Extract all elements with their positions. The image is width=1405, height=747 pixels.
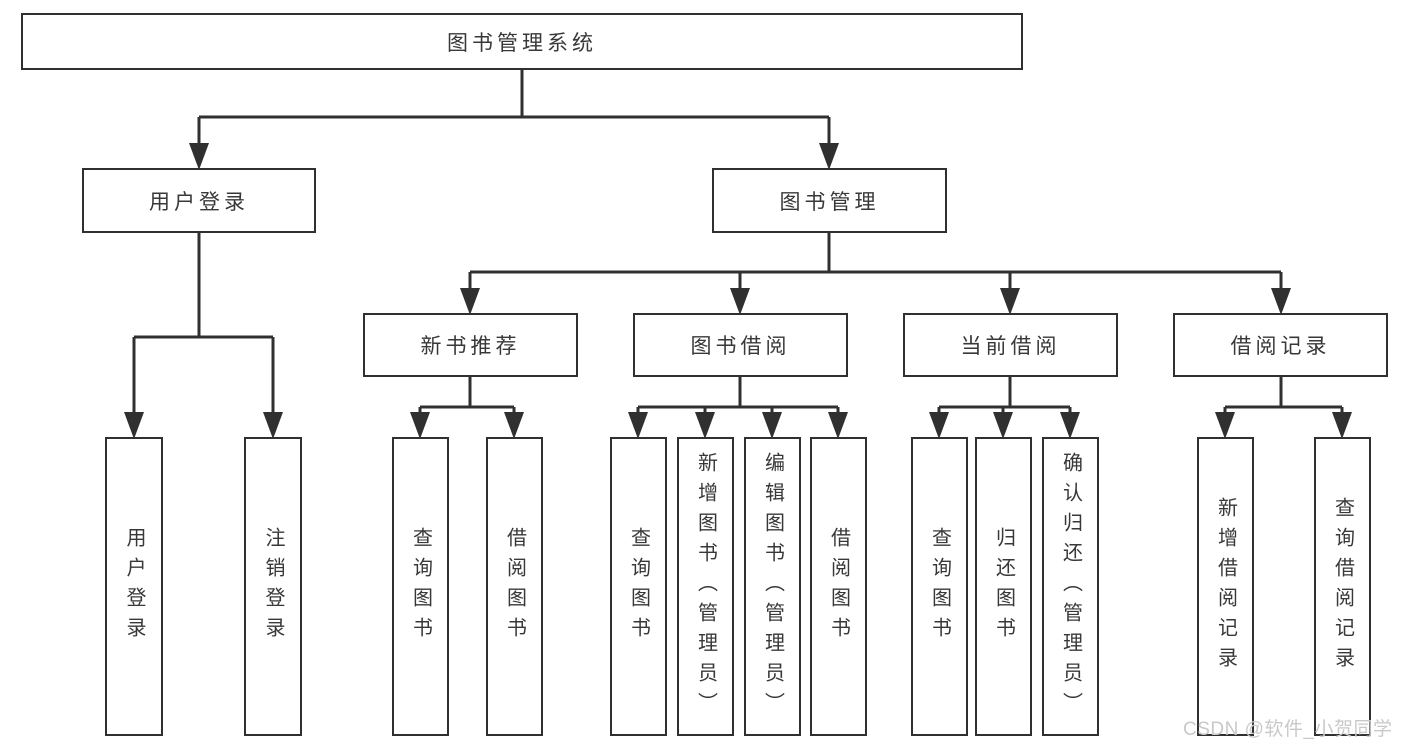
leaf-confirm-return-admin-label: 确认归还（管理员）	[1059, 451, 1082, 722]
leaf-query-books-current: 查询图书	[911, 437, 968, 736]
arrowhead-icon	[695, 412, 715, 439]
leaf-add-borrow-record-label: 新增借阅记录	[1214, 496, 1237, 677]
arrowhead-icon	[730, 288, 750, 315]
leaf-borrow-books-recommend: 借阅图书	[486, 437, 543, 736]
node-current-borrowing-label: 当前借阅	[960, 335, 1061, 358]
leaf-return-books: 归还图书	[975, 437, 1032, 736]
node-library-system: 图书管理系统	[21, 13, 1023, 70]
arrowhead-icon	[504, 412, 524, 439]
arrowhead-icon	[1060, 412, 1080, 439]
node-library-system-label: 图书管理系统	[447, 31, 597, 55]
node-book-management-label: 图书管理	[779, 190, 880, 214]
leaf-add-books-admin: 新增图书（管理员）	[677, 437, 734, 736]
node-new-book-recommendation: 新书推荐	[363, 313, 578, 377]
csdn-watermark: CSDN @软件_小贺同学	[1183, 719, 1393, 740]
arrowhead-icon	[762, 412, 782, 439]
leaf-add-borrow-record: 新增借阅记录	[1197, 437, 1254, 736]
node-new-book-recommendation-label: 新书推荐	[420, 335, 521, 358]
leaf-query-borrow-record: 查询借阅记录	[1314, 437, 1371, 736]
leaf-return-books-label: 归还图书	[992, 526, 1015, 647]
leaf-query-books-borrowing: 查询图书	[610, 437, 667, 736]
leaf-borrow-books-recommend-label: 借阅图书	[503, 526, 526, 647]
leaf-add-books-admin-label: 新增图书（管理员）	[694, 451, 717, 722]
node-user-login-label: 用户登录	[149, 190, 249, 214]
leaf-confirm-return-admin: 确认归还（管理员）	[1042, 437, 1099, 736]
node-user-login: 用户登录	[82, 168, 316, 233]
leaf-query-books-borrowing-label: 查询图书	[627, 526, 650, 647]
node-book-management: 图书管理	[712, 168, 947, 233]
arrowhead-icon	[1215, 412, 1235, 439]
arrowhead-icon	[124, 412, 144, 439]
leaf-borrow-books-borrowing-label: 借阅图书	[827, 526, 850, 647]
arrowhead-icon	[410, 412, 430, 439]
node-borrowing-records: 借阅记录	[1173, 313, 1388, 377]
leaf-edit-books-admin: 编辑图书（管理员）	[744, 437, 801, 736]
arrowhead-icon	[263, 412, 283, 439]
node-book-borrowing-label: 图书借阅	[690, 335, 791, 358]
arrowhead-icon	[460, 288, 480, 315]
arrowhead-icon	[929, 412, 949, 439]
arrowhead-icon	[1000, 288, 1020, 315]
leaf-query-books-current-label: 查询图书	[928, 526, 951, 647]
arrowhead-icon	[819, 143, 839, 170]
arrowhead-icon	[189, 143, 209, 170]
leaf-query-books-recommend: 查询图书	[392, 437, 449, 736]
arrowhead-icon	[1332, 412, 1352, 439]
node-book-borrowing: 图书借阅	[633, 313, 848, 377]
leaf-borrow-books-borrowing: 借阅图书	[810, 437, 867, 736]
arrowhead-icon	[993, 412, 1013, 439]
arrowhead-icon	[828, 412, 848, 439]
leaf-logout-label: 注销登录	[262, 526, 284, 647]
leaf-edit-books-admin-label: 编辑图书（管理员）	[761, 451, 784, 722]
node-borrowing-records-label: 借阅记录	[1230, 335, 1331, 358]
arrowhead-icon	[628, 412, 648, 439]
node-current-borrowing: 当前借阅	[903, 313, 1118, 377]
leaf-user-login-label: 用户登录	[123, 526, 145, 647]
leaf-query-borrow-record-label: 查询借阅记录	[1331, 496, 1354, 677]
leaf-query-books-recommend-label: 查询图书	[409, 526, 432, 647]
leaf-logout: 注销登录	[244, 437, 302, 736]
connector-trunks	[134, 69, 1342, 409]
leaf-user-login: 用户登录	[105, 437, 163, 736]
arrowhead-icon	[1271, 288, 1291, 315]
